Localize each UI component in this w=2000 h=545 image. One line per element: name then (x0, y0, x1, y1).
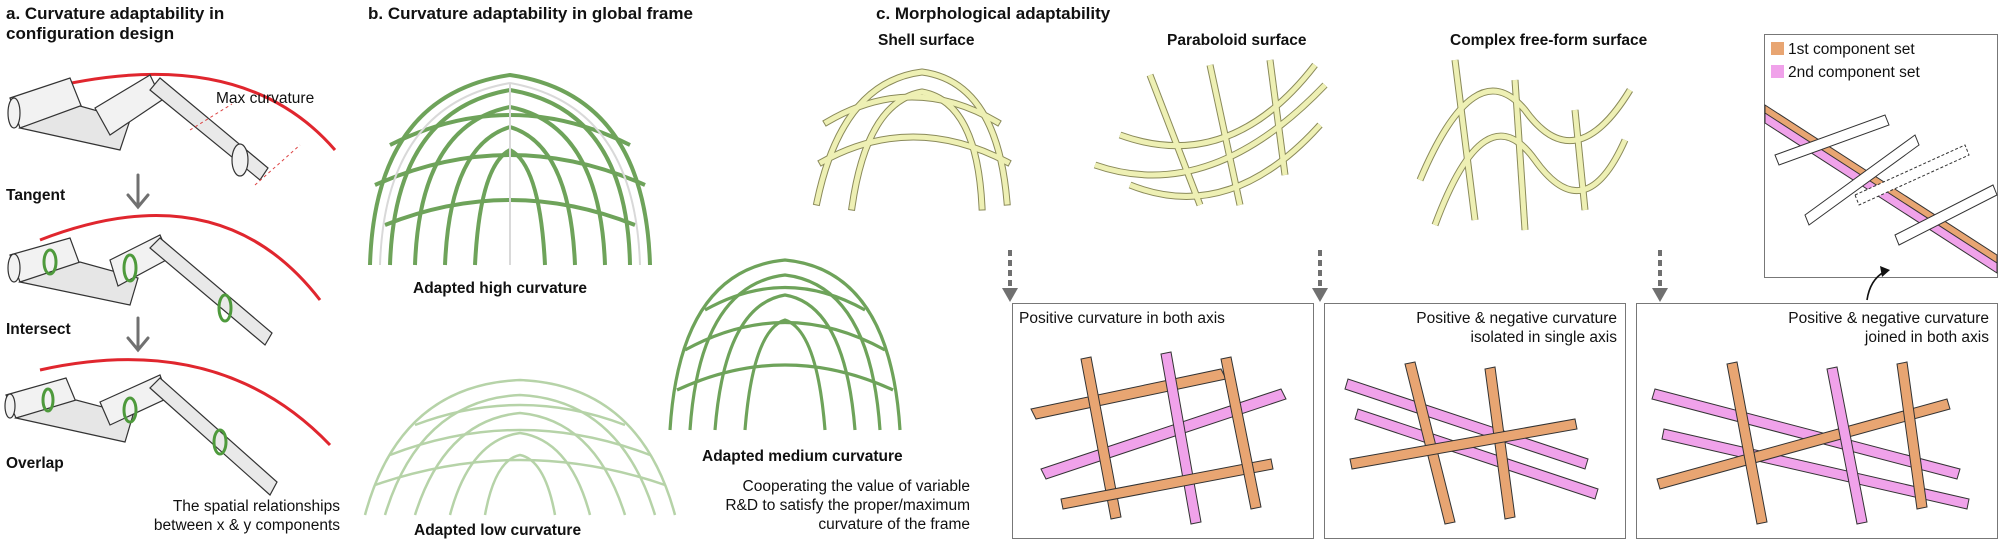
shell-surface-label: Shell surface (878, 32, 975, 49)
shell-surface-lattice (812, 68, 1012, 211)
detail-box-positive-text: Positive curvature in both axis (1019, 310, 1225, 327)
low-curvature-dome (363, 378, 677, 516)
intersect-components (7, 234, 273, 346)
panel-b-caption-line1: Cooperating the value of variable (742, 478, 970, 495)
medium-curvature-dome (668, 258, 902, 431)
max-curvature-label: Max curvature (216, 90, 315, 107)
dashed-arrow-2 (1312, 250, 1328, 302)
panel-a-title: a. Curvature adaptability in configurati… (6, 4, 224, 44)
detail-box-joined: Positive & negative curvature joined in … (1636, 303, 1998, 539)
dashed-arrow-3 (1652, 250, 1668, 302)
panel-b-caption-line3: curvature of the frame (818, 516, 970, 533)
legend-label-2: 2nd component set (1788, 64, 1920, 81)
detail-box-joined-line1: Positive & negative curvature (1788, 310, 1989, 327)
freeform-surface-label: Complex free-form surface (1450, 32, 1648, 49)
detail-box-isolated: Positive & negative curvature isolated i… (1324, 303, 1626, 539)
legend-item-2: 2nd component set (1771, 63, 1920, 82)
tangent-label: Tangent (6, 187, 66, 204)
panel-a-caption-line2: between x & y components (153, 517, 340, 534)
panel-a-caption-line1: The spatial relationships (172, 498, 340, 515)
panel-b-caption-line2: R&D to satisfy the proper/maximum (725, 497, 970, 514)
dashed-arrow-1 (1002, 250, 1018, 302)
low-curvature-label: Adapted low curvature (414, 522, 582, 539)
joined-curvature-joint (1651, 361, 1970, 525)
closeup-pointer-arrow (1866, 266, 1890, 301)
medium-curvature-label: Adapted medium curvature (702, 448, 903, 465)
panel-b-caption: Cooperating the value of variable R&D to… (680, 477, 970, 534)
legend-swatch-pink (1771, 65, 1784, 78)
paraboloid-surface-lattice (1093, 59, 1328, 207)
max-curvature-arc-3 (39, 358, 332, 447)
tangent-components (7, 74, 269, 181)
overlap-components (4, 374, 278, 496)
legend-label-1: 1st component set (1788, 41, 1915, 58)
component-closeup (1764, 104, 1998, 274)
panel-b-title: b. Curvature adaptability in global fram… (368, 4, 693, 23)
max-curvature-arc-2 (39, 214, 322, 301)
detail-box-isolated-line1: Positive & negative curvature (1416, 310, 1617, 327)
isolated-curvature-joint (1344, 361, 1599, 525)
detail-box-joined-text: Positive & negative curvature joined in … (1788, 309, 1989, 347)
configuration-diagram (4, 72, 337, 496)
panel-a-caption: The spatial relationships between x & y … (140, 497, 340, 535)
intersect-label: Intersect (6, 321, 71, 338)
detail-box-isolated-text: Positive & negative curvature isolated i… (1416, 309, 1617, 347)
positive-curvature-joint (1030, 351, 1287, 525)
legend-item-1: 1st component set (1771, 40, 1915, 59)
paraboloid-surface-label: Paraboloid surface (1167, 32, 1307, 49)
detail-box-isolated-line2: isolated in single axis (1470, 329, 1617, 346)
high-curvature-dome (368, 72, 652, 266)
max-curvature-arc-1 (39, 72, 337, 151)
component-set-legend-box: 1st component set 2nd component set (1764, 34, 1998, 278)
detail-box-joined-line2: joined in both axis (1864, 329, 1989, 346)
high-curvature-label: Adapted high curvature (413, 280, 587, 297)
overlap-label: Overlap (6, 455, 64, 472)
panel-c-title: c. Morphological adaptability (876, 4, 1111, 23)
freeform-surface-lattice (1416, 59, 1633, 231)
panel-a-title-line1: a. Curvature adaptability in (6, 4, 225, 23)
legend-swatch-orange (1771, 42, 1784, 55)
detail-box-positive: Positive curvature in both axis (1012, 303, 1314, 539)
panel-a-title-line2: configuration design (6, 24, 175, 43)
